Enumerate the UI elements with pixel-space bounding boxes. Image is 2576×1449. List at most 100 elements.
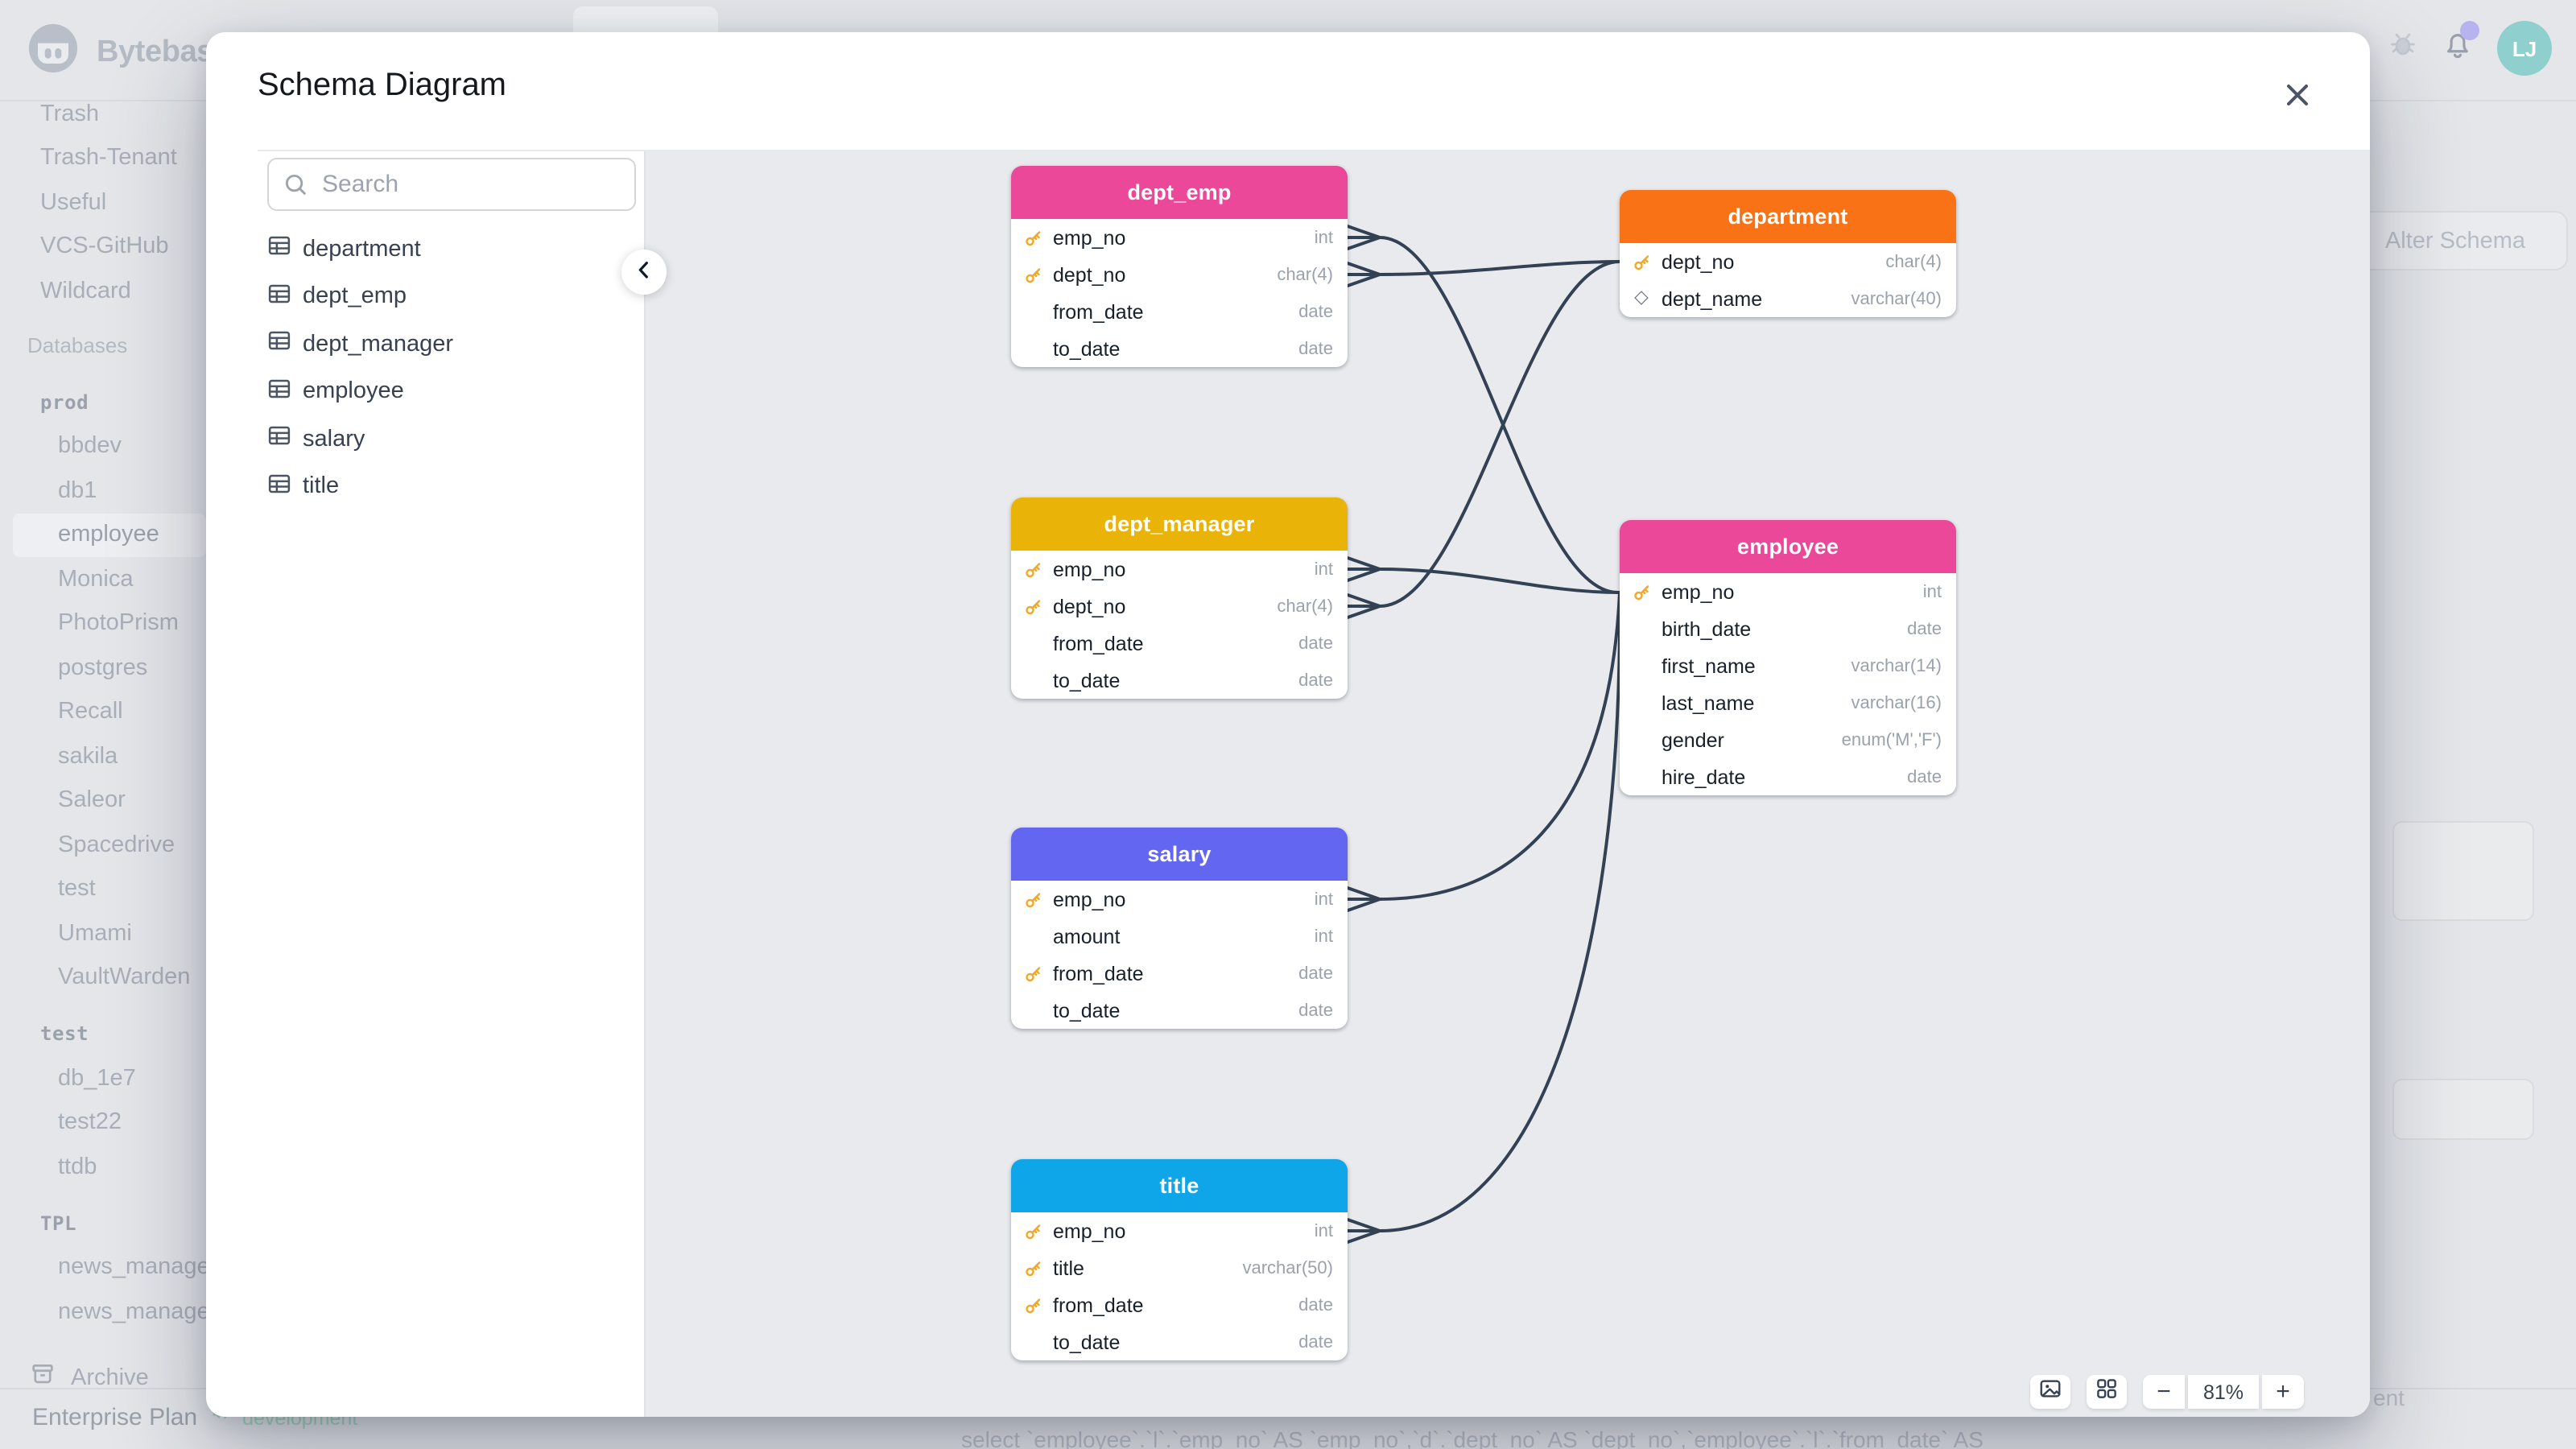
sidebar-db-ttdb[interactable]: ttdb xyxy=(58,1154,97,1180)
field-row: emp_no int xyxy=(1011,219,1348,256)
sidebar-db-bbdev[interactable]: bbdev xyxy=(58,433,122,460)
entity-salary[interactable]: salary emp_no int amount int from_date xyxy=(1011,828,1348,1029)
field-type: date xyxy=(1298,964,1333,983)
primary-key-icon xyxy=(1631,582,1652,601)
sidebar-db-news-manage-1[interactable]: news_manage xyxy=(58,1254,210,1281)
sidebar-db-recall[interactable]: Recall xyxy=(58,699,123,725)
entity-title[interactable]: title emp_no int title varchar(50) from_… xyxy=(1011,1159,1348,1360)
sidebar-db-spacedrive[interactable]: Spacedrive xyxy=(58,832,175,858)
edge-dept-manager-employee xyxy=(1378,568,1621,594)
field-row: title varchar(50) xyxy=(1011,1249,1348,1286)
bug-report-icon[interactable] xyxy=(2388,29,2418,68)
background-sql-text: select `employee`.`l`.`emp_no` AS `emp_n… xyxy=(961,1426,1984,1449)
table-list-label: employee xyxy=(303,378,404,405)
field-name: gender xyxy=(1662,729,1724,751)
field-type: date xyxy=(1298,339,1333,358)
notifications-bell-icon[interactable] xyxy=(2441,21,2479,69)
field-name: to_date xyxy=(1053,669,1121,691)
search-icon xyxy=(282,171,309,206)
field-name: emp_no xyxy=(1662,580,1735,603)
sidebar-db-news-manage-2[interactable]: news_manage xyxy=(58,1298,210,1325)
field-name: dept_no xyxy=(1053,263,1126,286)
sidebar-item-wildcard[interactable]: Wildcard xyxy=(40,278,131,304)
field-type: enum('M','F') xyxy=(1841,730,1942,749)
auto-layout-button[interactable] xyxy=(2087,1375,2127,1409)
entity-employee[interactable]: employee emp_no int birth_date date firs… xyxy=(1620,520,1956,795)
zoom-out-button[interactable]: − xyxy=(2143,1375,2185,1409)
field-type: int xyxy=(1922,582,1942,601)
entity-department[interactable]: department dept_no char(4) ◇ dept_name v… xyxy=(1620,190,1956,317)
field-type: varchar(16) xyxy=(1851,693,1942,712)
entity-dept-manager[interactable]: dept_manager emp_no int dept_no char(4) … xyxy=(1011,497,1348,699)
sidebar-db-umami[interactable]: Umami xyxy=(58,920,132,947)
sidebar-env-prod: prod xyxy=(40,390,89,413)
modal-body: department dept_emp dept_manager employe… xyxy=(258,150,2370,1417)
table-list-item-employee[interactable]: employee xyxy=(258,368,644,415)
sidebar-db-db-1e7[interactable]: db_1e7 xyxy=(58,1065,136,1092)
sidebar-db-saleor[interactable]: Saleor xyxy=(58,787,126,814)
field-type: date xyxy=(1298,1295,1333,1315)
background-panel xyxy=(2392,821,2534,921)
table-list-label: title xyxy=(303,473,340,500)
close-icon[interactable] xyxy=(2277,74,2318,116)
table-icon xyxy=(267,424,291,455)
field-row: dept_no char(4) xyxy=(1620,243,1956,280)
field-row: last_name varchar(16) xyxy=(1620,684,1956,721)
table-list-item-title[interactable]: title xyxy=(258,463,644,510)
sidebar-db-vaultwarden[interactable]: VaultWarden xyxy=(58,964,191,991)
field-type: date xyxy=(1907,767,1942,786)
primary-key-icon xyxy=(1022,559,1043,579)
sidebar-item-trash[interactable]: Trash xyxy=(40,101,100,127)
field-row: birth_date date xyxy=(1620,610,1956,647)
field-row: to_date date xyxy=(1011,330,1348,367)
alter-schema-button[interactable]: Alter Schema xyxy=(2343,211,2568,270)
sidebar-db-photoprism[interactable]: PhotoPrism xyxy=(58,610,179,637)
field-type: date xyxy=(1907,619,1942,638)
table-icon xyxy=(267,377,291,407)
sidebar-db-monica[interactable]: Monica xyxy=(58,566,134,592)
search-input[interactable] xyxy=(267,158,636,211)
sidebar-db-db1[interactable]: db1 xyxy=(58,477,97,504)
sidebar-db-postgres[interactable]: postgres xyxy=(58,654,148,681)
sidebar-item-archive[interactable]: Archive xyxy=(13,1355,203,1400)
table-list-item-department[interactable]: department xyxy=(258,225,644,273)
diagram-canvas[interactable]: dept_emp emp_no int dept_no char(4) from… xyxy=(644,151,2370,1417)
field-row: gender enum('M','F') xyxy=(1620,721,1956,758)
field-name: emp_no xyxy=(1053,558,1126,580)
entity-dept-manager-header: dept_manager xyxy=(1011,497,1348,551)
brand-logo[interactable]: Bytebase xyxy=(23,18,230,87)
sidebar-db-employee-selected[interactable]: employee xyxy=(13,513,206,557)
primary-key-icon xyxy=(1022,265,1043,284)
export-image-button[interactable] xyxy=(2030,1375,2070,1409)
sidebar-env-tpl: TPL xyxy=(40,1212,77,1234)
notification-dot xyxy=(2460,21,2479,40)
edge-salary-employee xyxy=(1378,591,1621,901)
sidebar-db-test22[interactable]: test22 xyxy=(58,1109,122,1136)
entity-dept-emp[interactable]: dept_emp emp_no int dept_no char(4) from… xyxy=(1011,166,1348,367)
collapse-panel-button[interactable] xyxy=(621,250,667,295)
field-row: hire_date date xyxy=(1620,758,1956,795)
sidebar-item-vcs-github[interactable]: VCS-GitHub xyxy=(40,233,169,260)
sidebar-item-trash-tenant[interactable]: Trash-Tenant xyxy=(40,145,177,171)
field-name: hire_date xyxy=(1662,766,1746,788)
entity-dept-emp-header: dept_emp xyxy=(1011,166,1348,219)
field-row: first_name varchar(14) xyxy=(1620,647,1956,684)
field-type: varchar(40) xyxy=(1851,289,1942,308)
table-list-item-dept-manager[interactable]: dept_manager xyxy=(258,320,644,368)
sidebar-item-useful[interactable]: Useful xyxy=(40,189,107,216)
field-type: int xyxy=(1314,228,1333,247)
table-list-item-dept-emp[interactable]: dept_emp xyxy=(258,273,644,320)
sidebar-db-sakila[interactable]: sakila xyxy=(58,743,118,770)
field-name: from_date xyxy=(1053,632,1144,654)
field-row: amount int xyxy=(1011,918,1348,955)
field-row: dept_no char(4) xyxy=(1011,588,1348,625)
field-type: varchar(50) xyxy=(1242,1258,1334,1278)
avatar[interactable]: LJ xyxy=(2497,21,2552,76)
zoom-in-button[interactable]: + xyxy=(2262,1375,2304,1409)
field-row: emp_no int xyxy=(1011,1212,1348,1249)
field-name: dept_no xyxy=(1662,250,1735,273)
sidebar-db-test[interactable]: test xyxy=(58,876,96,902)
field-row: from_date date xyxy=(1011,625,1348,662)
archive-icon xyxy=(29,1360,56,1394)
table-list-item-salary[interactable]: salary xyxy=(258,415,644,463)
